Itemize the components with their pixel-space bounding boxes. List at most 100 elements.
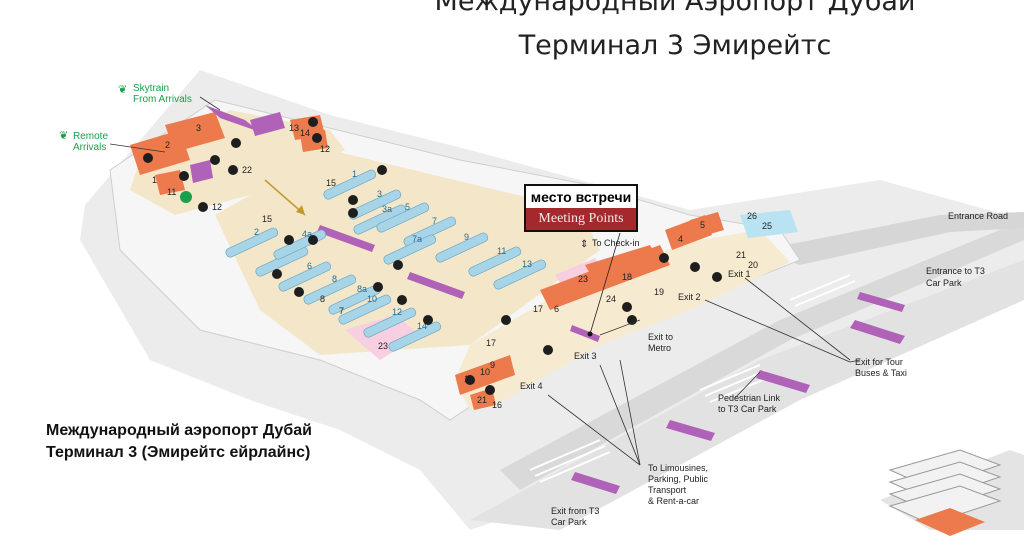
area-number: 24 bbox=[606, 294, 616, 304]
area-number: 9 bbox=[490, 360, 495, 370]
remote-leader bbox=[109, 143, 166, 153]
facility-icon bbox=[465, 375, 475, 385]
area-number: 26 bbox=[747, 211, 757, 221]
belt-label: 3 bbox=[377, 189, 382, 199]
facility-icon bbox=[308, 235, 318, 245]
belt-label: 6 bbox=[307, 261, 312, 271]
facility-icon bbox=[231, 138, 241, 148]
skytrain-icon: ❦ bbox=[118, 84, 127, 96]
area-number: 17 bbox=[533, 304, 543, 314]
ped-label-2: to T3 Car Park bbox=[718, 404, 777, 414]
parking-orange bbox=[915, 508, 985, 536]
zone-23-left bbox=[345, 315, 420, 360]
road-lower bbox=[500, 220, 1024, 490]
facility-icon bbox=[377, 165, 387, 175]
zone-26-25 bbox=[740, 210, 798, 238]
area-number: 4 bbox=[678, 234, 683, 244]
area-number: 15 bbox=[262, 214, 272, 224]
belt-label: 3a bbox=[382, 204, 392, 214]
meeting-label-ru: место встречи bbox=[530, 189, 632, 205]
belt-label: 8a bbox=[357, 284, 367, 294]
facility-icon bbox=[690, 262, 700, 272]
exit1-label: Exit 1 bbox=[728, 269, 751, 279]
facility-icon bbox=[627, 315, 637, 325]
remote-label-2: Arrivals bbox=[73, 142, 106, 153]
belt-label: 14 bbox=[417, 321, 427, 331]
area-number: 16 bbox=[492, 400, 502, 410]
crosswalks bbox=[529, 274, 856, 483]
facility-icon bbox=[228, 165, 238, 175]
facility-icon bbox=[423, 315, 433, 325]
limo-label-3: Transport bbox=[648, 485, 687, 495]
road-entrance bbox=[760, 212, 1024, 265]
help-icon bbox=[180, 191, 192, 203]
baggage-belt-11: 11 bbox=[468, 246, 522, 277]
exit-metro-label-1: Exit to bbox=[648, 332, 673, 342]
area-number: 17 bbox=[486, 338, 496, 348]
ped-label-1: Pedestrian Link bbox=[718, 393, 781, 403]
facility-icon bbox=[272, 269, 282, 279]
limo-label-2: Parking, Public bbox=[648, 474, 709, 484]
path-arrow bbox=[264, 179, 306, 216]
facility-icon bbox=[712, 272, 722, 282]
belt-label: 8 bbox=[332, 274, 337, 284]
checkin-arrow-icon: ⇕ bbox=[580, 239, 588, 250]
to-checkin-label: To Check-in bbox=[592, 238, 640, 248]
remote-icon: ❦ bbox=[59, 130, 68, 142]
remote-label-1: Remote bbox=[73, 131, 108, 142]
facility-icon bbox=[198, 202, 208, 212]
entrance-t3-label-2: Car Park bbox=[926, 278, 962, 288]
facility-icon bbox=[294, 287, 304, 297]
meeting-point-callout: место встречи Meeting Points bbox=[524, 184, 638, 232]
baggage-belt-10: 10 bbox=[338, 294, 392, 325]
area-number: 23 bbox=[578, 274, 588, 284]
facility-icon bbox=[284, 235, 294, 245]
facility-icon bbox=[485, 385, 495, 395]
baggage-belts: 1233a44a5677a88a91011121314 bbox=[225, 169, 547, 352]
leader-lines bbox=[547, 277, 861, 466]
facility-icon bbox=[312, 133, 322, 143]
entrance-road-label: Entrance Road bbox=[948, 211, 1008, 221]
facility-icon bbox=[179, 171, 189, 181]
belt-label: 7a bbox=[412, 234, 422, 244]
belt-label: 5 bbox=[405, 202, 410, 212]
area-number: 14 bbox=[300, 128, 310, 138]
belt-label: 2 bbox=[254, 227, 259, 237]
area-number: 11 bbox=[167, 187, 176, 197]
exit2-label: Exit 2 bbox=[678, 292, 701, 302]
facility-icon bbox=[210, 155, 220, 165]
facility-icon bbox=[501, 315, 511, 325]
facility-icons bbox=[143, 117, 722, 395]
area-number: 11 bbox=[464, 374, 473, 384]
area-number: 5 bbox=[700, 220, 705, 230]
area-number: 13 bbox=[289, 123, 299, 133]
tour-label-2: Buses & Taxi bbox=[855, 368, 907, 378]
facility-icon bbox=[397, 295, 407, 305]
page-title-bottom: Терминал 3 Эмирейтс bbox=[518, 30, 832, 61]
baggage-belt-14: 14 bbox=[388, 321, 442, 352]
area-number: 3 bbox=[196, 123, 201, 133]
facility-icon bbox=[393, 260, 403, 270]
skytrain-leader bbox=[199, 96, 221, 111]
facility-icon bbox=[622, 302, 632, 312]
concourse-floor bbox=[455, 230, 790, 410]
exitfrom-label-1: Exit from T3 bbox=[551, 506, 599, 516]
area-number: 1 bbox=[152, 175, 157, 185]
area-number: 25 bbox=[762, 221, 772, 231]
area-number: 6 bbox=[554, 304, 559, 314]
entrance-t3-label-1: Entrance to T3 bbox=[926, 266, 985, 276]
area-number: 18 bbox=[622, 272, 632, 282]
belt-label: 9 bbox=[464, 232, 469, 242]
area-number: 19 bbox=[654, 287, 664, 297]
baggage-belt-12: 12 bbox=[363, 307, 417, 338]
caption-line-2: Терминал 3 (Эмирейтс ейрлайнс) bbox=[46, 444, 311, 461]
parking-stack bbox=[888, 449, 1002, 525]
belt-label: 1 bbox=[352, 169, 357, 179]
exit-metro-label-2: Metro bbox=[648, 343, 671, 353]
baggage-belt-9: 9 bbox=[435, 232, 489, 263]
exit3-label: Exit 3 bbox=[574, 351, 597, 361]
belt-label: 4a bbox=[302, 229, 312, 239]
belt-label: 10 bbox=[367, 294, 377, 304]
